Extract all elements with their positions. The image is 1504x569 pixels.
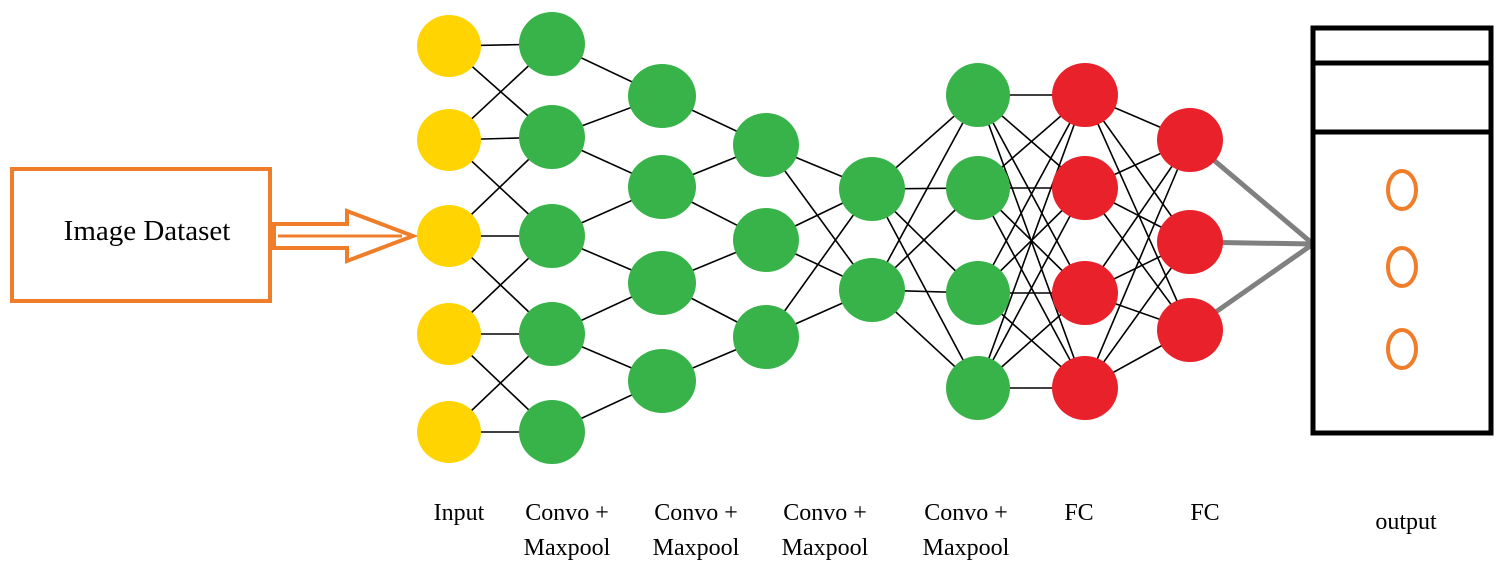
connection-edge	[871, 94, 979, 291]
image-dataset-box-border	[10, 167, 272, 303]
output-symbol	[1386, 169, 1418, 211]
conv5-label: Convo +	[924, 500, 1008, 526]
conv3-node	[733, 208, 799, 272]
fc1-label: FC	[1064, 500, 1093, 526]
input-node	[417, 109, 481, 171]
conv3-node	[733, 305, 799, 369]
output-symbol	[1386, 328, 1418, 370]
fc1-node	[1052, 261, 1118, 325]
fc2-node	[1157, 298, 1223, 362]
fc1-node	[1052, 356, 1118, 420]
fc1-node	[1052, 63, 1118, 127]
input-node	[417, 401, 481, 463]
input-label: Input	[434, 500, 485, 526]
output-label: output	[1375, 509, 1437, 535]
conv1-node	[519, 302, 585, 366]
conv1-node	[519, 12, 585, 76]
conv5-node	[946, 261, 1010, 325]
conv1-node	[519, 204, 585, 268]
conv3-label: Convo +	[783, 500, 867, 526]
fc1-node	[1052, 156, 1118, 220]
output-box-border	[1310, 25, 1494, 436]
output-box	[1310, 25, 1494, 436]
conv2-node	[628, 64, 696, 128]
input-node	[417, 15, 481, 77]
conv5-label: Maxpool	[923, 535, 1010, 561]
conv2-node	[628, 349, 696, 413]
fc2-label: FC	[1190, 500, 1219, 526]
fc2-node	[1157, 108, 1223, 172]
conv5-node	[946, 63, 1010, 127]
connection-edge	[977, 187, 1086, 389]
input-node	[417, 303, 481, 365]
output-symbol	[1386, 246, 1418, 288]
conv1-node	[519, 400, 585, 464]
conv2-node	[628, 251, 696, 315]
conv4-node	[839, 157, 905, 221]
connection-edge	[977, 94, 1086, 294]
image-dataset-box: Image Dataset	[10, 167, 272, 303]
conv1-node	[519, 105, 585, 169]
conv1-label: Convo +	[525, 500, 609, 526]
output-symbols	[1386, 169, 1418, 370]
conv3-node	[733, 113, 799, 177]
network-nodes	[417, 12, 1223, 464]
layer-labels: Input Convo + Maxpool Convo + Maxpool Convo +…	[434, 500, 1220, 561]
connection-edge	[977, 94, 1086, 389]
conv5-node	[946, 356, 1010, 420]
image-dataset-label: Image Dataset	[64, 215, 231, 247]
connection-edge	[871, 188, 979, 389]
input-arrow	[272, 208, 419, 264]
conv3-label: Maxpool	[782, 535, 869, 561]
connection-edge	[1084, 139, 1191, 389]
conv5-node	[946, 156, 1010, 220]
input-node	[417, 205, 481, 267]
conv2-node	[628, 155, 696, 219]
connection-edge	[1084, 94, 1191, 331]
conv2-label: Convo +	[654, 500, 738, 526]
conv2-label: Maxpool	[653, 535, 740, 561]
fc2-node	[1157, 210, 1223, 274]
conv1-label: Maxpool	[524, 535, 611, 561]
conv4-node	[839, 258, 905, 322]
